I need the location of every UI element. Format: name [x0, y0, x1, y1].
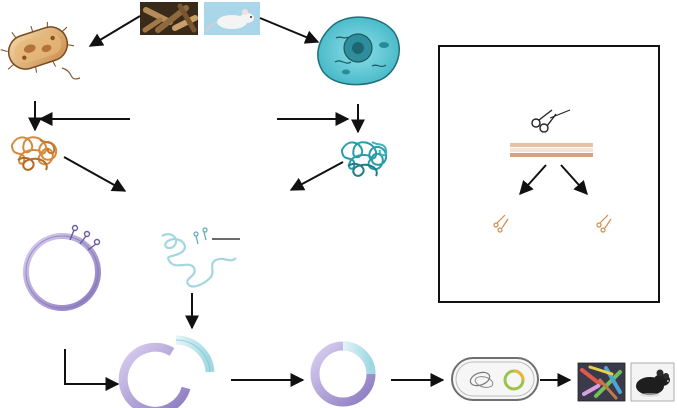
- inset-arrow-right: [560, 164, 588, 196]
- inset-arrow-left: [519, 164, 547, 196]
- bacterial-dna-tangle-icon: [10, 136, 58, 171]
- bacteria-photo: [140, 2, 198, 35]
- restriction-enzyme-inset: [438, 45, 660, 303]
- dna-strand-icon: [510, 143, 593, 157]
- arrow-eukaryotic-dna-to-center: [289, 161, 344, 191]
- arrow-plasmid-to-open-plasmid: [64, 349, 120, 391]
- open-plasmid-and-insert-icon: [118, 335, 215, 408]
- small-scissors-icon: [493, 214, 509, 233]
- bacterium-icon: [0, 21, 81, 80]
- plasmid-with-scissors-icon: [23, 224, 101, 311]
- arrow-bacterial-dna-to-center: [63, 156, 127, 192]
- eukaryotic-cell-icon: [317, 16, 401, 86]
- scissors-icon: [531, 109, 571, 133]
- small-scissors-icon: [596, 214, 612, 233]
- dna-fragment-with-scissors-icon: [161, 227, 240, 288]
- black-mouse-photo: [630, 362, 675, 402]
- recombinant-plasmid-icon: [310, 341, 376, 407]
- eukaryotic-dna-tangle-icon: [340, 141, 388, 177]
- mouse-photo: [204, 2, 260, 35]
- arrow-to-cell: [259, 17, 320, 44]
- transformed-bacterium-icon: [451, 357, 539, 401]
- arrow-to-bacterium: [88, 15, 141, 47]
- bacteria-colony-photo: [577, 362, 626, 402]
